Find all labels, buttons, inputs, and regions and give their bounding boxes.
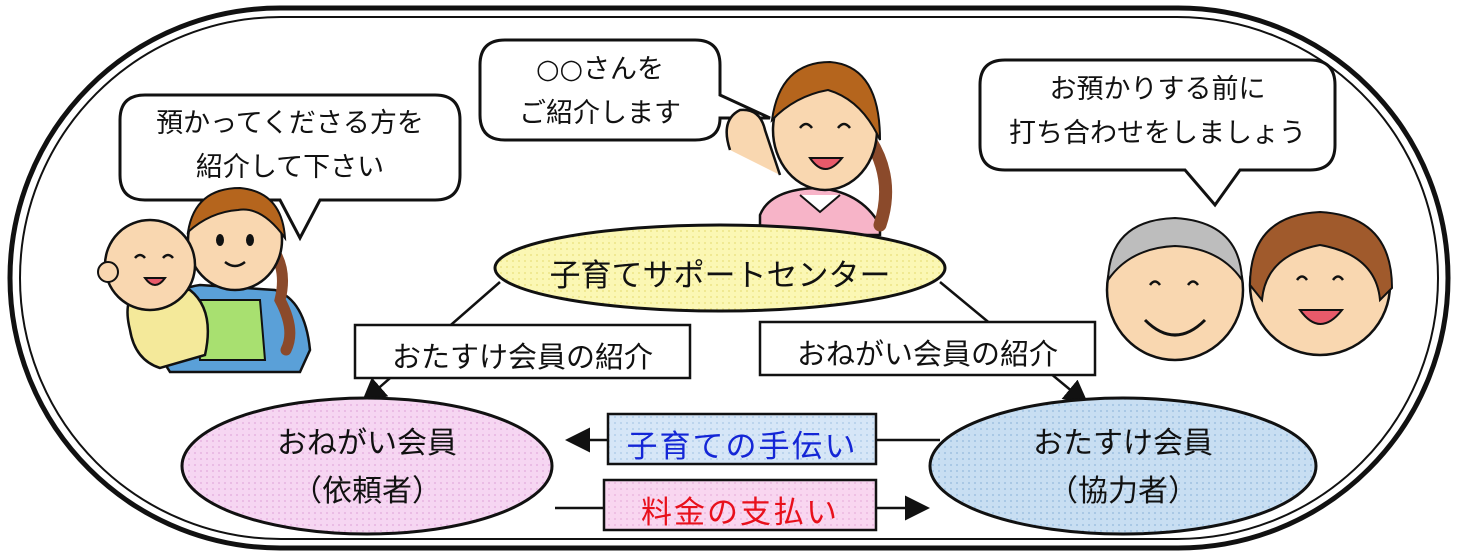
member-left-title: おねがい会員	[277, 426, 457, 461]
support-center-label: 子育てサポートセンター	[549, 258, 891, 294]
member-left-subtitle: （依頼者）	[292, 474, 442, 509]
member-left-text: おねがい会員 （依頼者）	[182, 420, 552, 516]
speech-bubble-center	[478, 38, 771, 142]
speech-bubble-right	[978, 58, 1337, 208]
intro-box-right	[758, 320, 1097, 377]
intro-label-right: おねがい会員の紹介	[796, 337, 1058, 371]
bubble-text-center: ○○さんを ご紹介します	[480, 48, 720, 136]
flow-label-payment: 料金の支払い	[641, 495, 839, 531]
member-oval-right	[928, 396, 1318, 536]
staff-woman-illustration	[725, 60, 893, 237]
member-right-text: おたすけ会員 （協力者）	[930, 420, 1316, 516]
elderly-couple-illustration	[1105, 210, 1394, 362]
bubble-center-line-1: ○○さんを	[535, 54, 665, 85]
bubble-text-right: お預かりする前に 打ち合わせをしましょう	[980, 68, 1335, 156]
outer-frame	[7, 5, 1451, 551]
flow-box-help	[606, 412, 878, 466]
bubble-center-line-2: ご紹介します	[519, 98, 681, 129]
speech-bubble-left	[118, 93, 462, 242]
intro-label-left: おたすけ会員の紹介	[391, 340, 653, 374]
bubble-right-line-2: 打ち合わせをしましょう	[1009, 118, 1306, 149]
mother-with-baby-illustration	[97, 186, 312, 374]
bubble-text-left: 預かってくださる方を 紹介して下さい	[120, 102, 460, 190]
bubble-left-line-2: 紹介して下さい	[195, 152, 385, 183]
intro-box-left	[353, 323, 692, 380]
bubble-left-line-1: 預かってくださる方を	[156, 108, 424, 139]
member-oval-left	[180, 396, 554, 536]
member-right-subtitle: （協力者）	[1048, 474, 1198, 509]
flow-box-payment	[602, 478, 878, 532]
bubble-right-line-1: お預かりする前に	[1049, 74, 1266, 105]
member-right-title: おたすけ会員	[1033, 426, 1213, 461]
flow-label-help: 子育ての手伝い	[626, 429, 858, 465]
support-center-oval	[493, 223, 947, 313]
